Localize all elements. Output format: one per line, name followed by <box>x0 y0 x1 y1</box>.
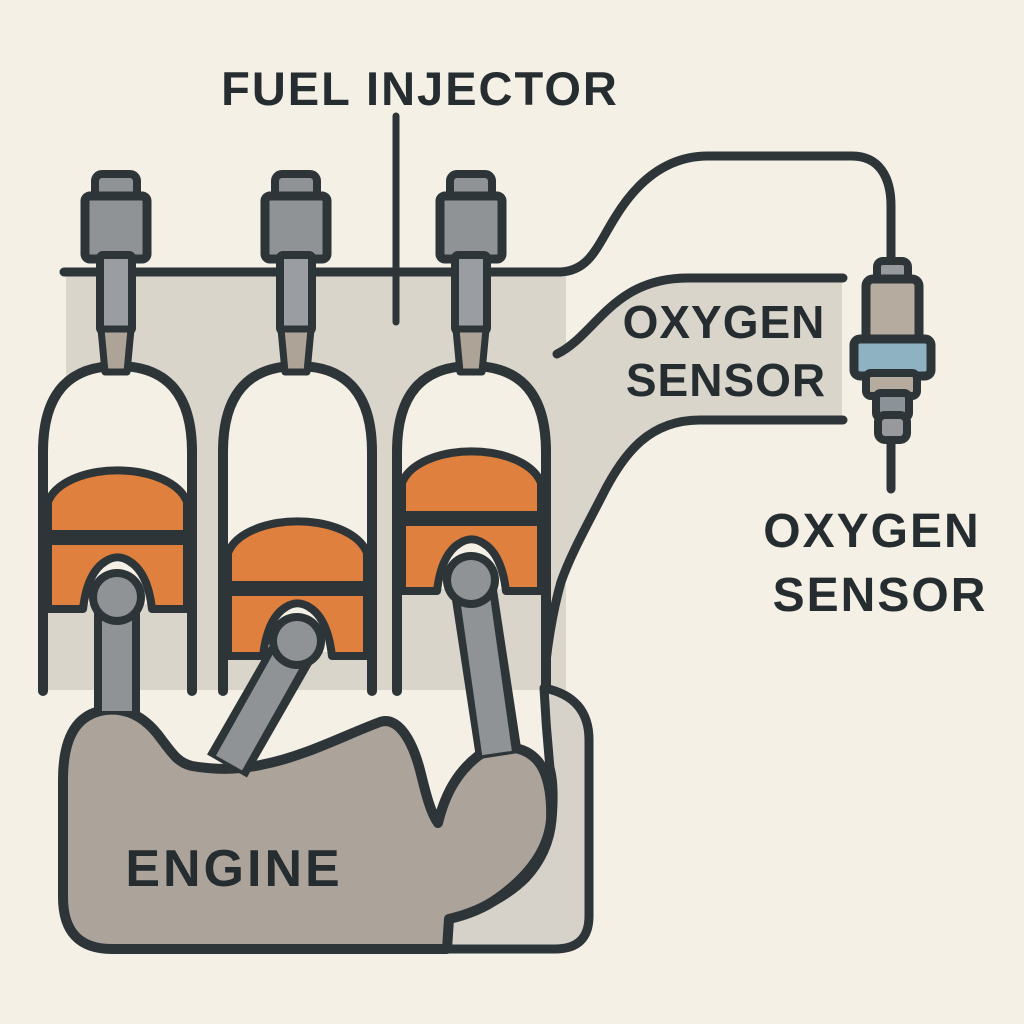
fuel-injector-2 <box>260 170 332 376</box>
injector-shaft <box>451 251 491 335</box>
fuel-injector-label: FUEL INJECTOR <box>221 62 619 115</box>
exhaust-pipe <box>545 278 842 688</box>
oxygen-sensor-caption-line1: OXYGEN <box>763 505 980 558</box>
sensor-wire <box>555 151 896 277</box>
injector-body <box>260 191 332 264</box>
injector-shaft <box>96 251 136 335</box>
connecting-rod-3 <box>443 552 522 760</box>
injector-body <box>435 191 507 264</box>
injector-nozzle <box>277 325 315 376</box>
connecting-rod-2 <box>207 613 325 778</box>
piston-crown <box>398 447 545 519</box>
connecting-rod-1 <box>89 569 145 714</box>
pipe-top-outline <box>552 273 848 359</box>
fuel-injector-3 <box>435 170 507 376</box>
pipe-label-line2: SENSOR <box>626 354 826 406</box>
piston-pin <box>451 560 491 600</box>
sensor-body <box>861 274 924 347</box>
piston-skirt <box>224 588 371 660</box>
piston-crown <box>224 517 371 589</box>
oxygen-sensor-device <box>849 257 936 444</box>
piston-pin <box>277 621 317 661</box>
engine-label: ENGINE <box>125 840 342 898</box>
oxygen-sensor-caption-line2: SENSOR <box>773 569 988 622</box>
piston-skirt <box>44 537 191 613</box>
engine-block <box>58 704 557 954</box>
pipe-label-line1: OXYGEN <box>623 296 826 348</box>
piston-crown <box>44 466 191 538</box>
fuel-injector-1 <box>80 170 152 376</box>
cylinder-2 <box>218 360 377 696</box>
injector-shaft <box>276 251 316 335</box>
injector-body <box>80 191 152 264</box>
rod-body <box>458 580 512 756</box>
piston-skirt <box>398 518 545 595</box>
piston-pin <box>97 577 137 617</box>
sensor-tip <box>874 411 911 444</box>
injector-nozzle <box>452 325 490 376</box>
injector-nozzle <box>97 325 135 376</box>
